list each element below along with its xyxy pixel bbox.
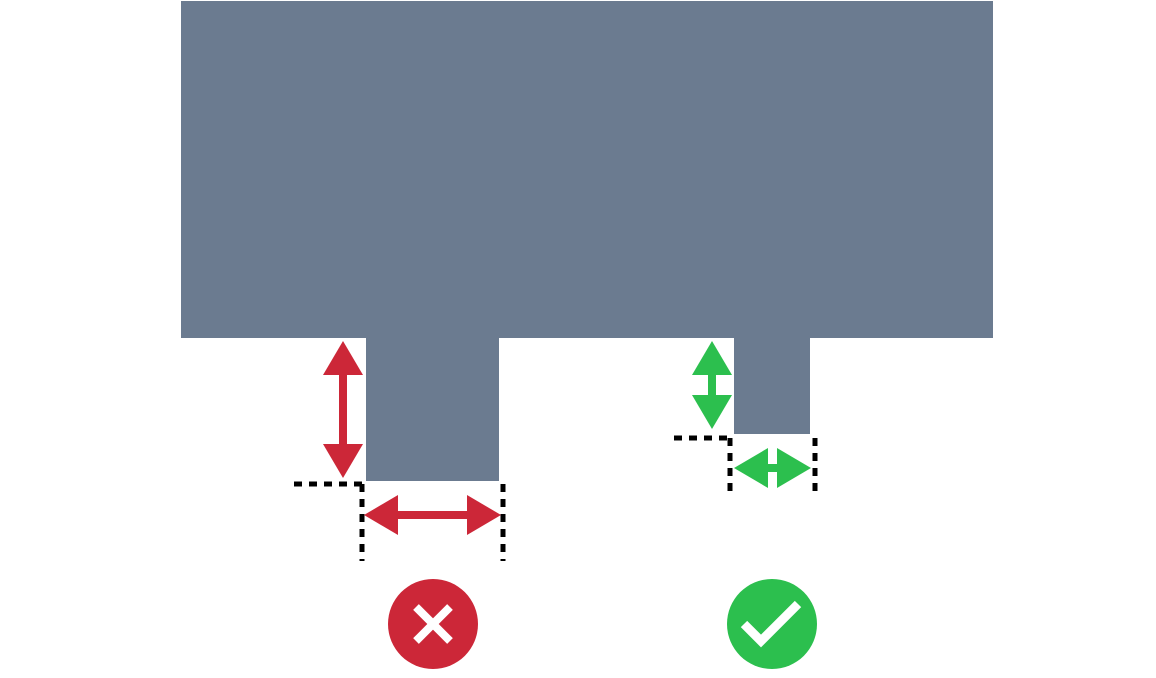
arrowhead-up [323,341,363,375]
arrow-shaft [708,372,716,398]
vertical-double-arrow-icon [323,341,363,478]
vertical-double-arrow-icon [692,341,732,429]
horizontal-double-arrow-icon [734,448,811,488]
arrow-shaft [765,464,779,472]
incorrect-example [294,336,506,669]
arrowhead-down [692,395,732,429]
arrowhead-left [364,495,398,535]
main-block [181,1,993,338]
measurement-guides [674,435,818,497]
cross-icon [388,579,478,669]
arrow-shaft [339,372,347,448]
correct-example [674,336,818,669]
checkmark-icon [727,579,817,669]
horizontal-double-arrow-icon [364,495,501,535]
large-tab [366,336,499,481]
small-tab [734,336,810,434]
arrowhead-down [323,444,363,478]
arrowhead-right [777,448,811,488]
arrowhead-left [734,448,768,488]
arrow-shaft [395,511,469,519]
arrowhead-up [692,341,732,375]
arrowhead-right [467,495,501,535]
measurement-guides [294,481,506,561]
